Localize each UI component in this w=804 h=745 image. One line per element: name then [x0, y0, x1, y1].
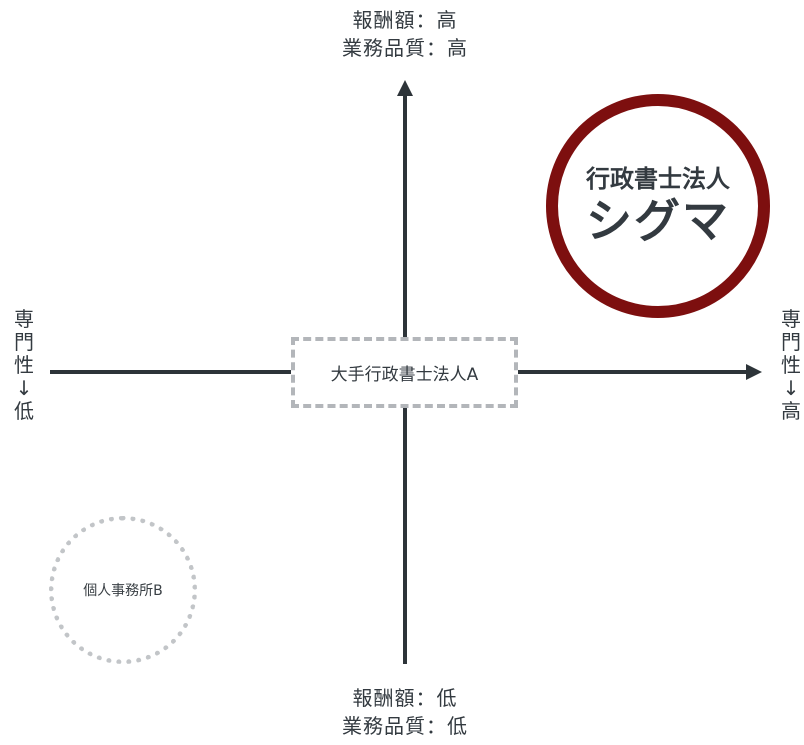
- right-label-char: ↓: [782, 376, 800, 400]
- bottom-label-line2: 業務品質：低: [342, 714, 468, 738]
- top-label-line2: 業務品質：高: [342, 36, 468, 60]
- right-label-char: 高: [781, 399, 801, 423]
- competitor-a-box: 大手行政書士法人A: [291, 337, 518, 408]
- bottom-axis-label: 報酬額：低 業務品質：低: [300, 684, 510, 740]
- top-axis-label: 報酬額：高 業務品質：高: [300, 6, 510, 62]
- left-label-char: 性: [14, 353, 34, 377]
- arrow-up-icon: [397, 80, 413, 96]
- left-axis-label: 専 門 性 ↓ 低: [12, 308, 36, 423]
- company-name-label: シグマ: [586, 193, 730, 248]
- left-label-char: 門: [14, 330, 34, 354]
- arrow-right-icon: [746, 364, 762, 380]
- left-label-char: 低: [14, 399, 34, 423]
- left-label-char: ↓: [15, 376, 33, 400]
- top-label-line1: 報酬額：高: [352, 8, 458, 32]
- right-label-char: 門: [781, 330, 801, 354]
- competitor-b-circle: 個人事務所B: [49, 516, 197, 664]
- right-axis-label: 専 門 性 ↓ 高: [779, 308, 803, 423]
- right-label-char: 性: [781, 353, 801, 377]
- competitor-b-label: 個人事務所B: [83, 583, 163, 599]
- company-circle: 行政書士法人 シグマ: [546, 94, 770, 318]
- company-type-label: 行政書士法人: [586, 163, 730, 193]
- competitor-a-label: 大手行政書士法人A: [330, 365, 479, 385]
- bottom-label-line1: 報酬額：低: [352, 686, 458, 710]
- left-label-char: 専: [14, 307, 34, 331]
- right-label-char: 専: [781, 307, 801, 331]
